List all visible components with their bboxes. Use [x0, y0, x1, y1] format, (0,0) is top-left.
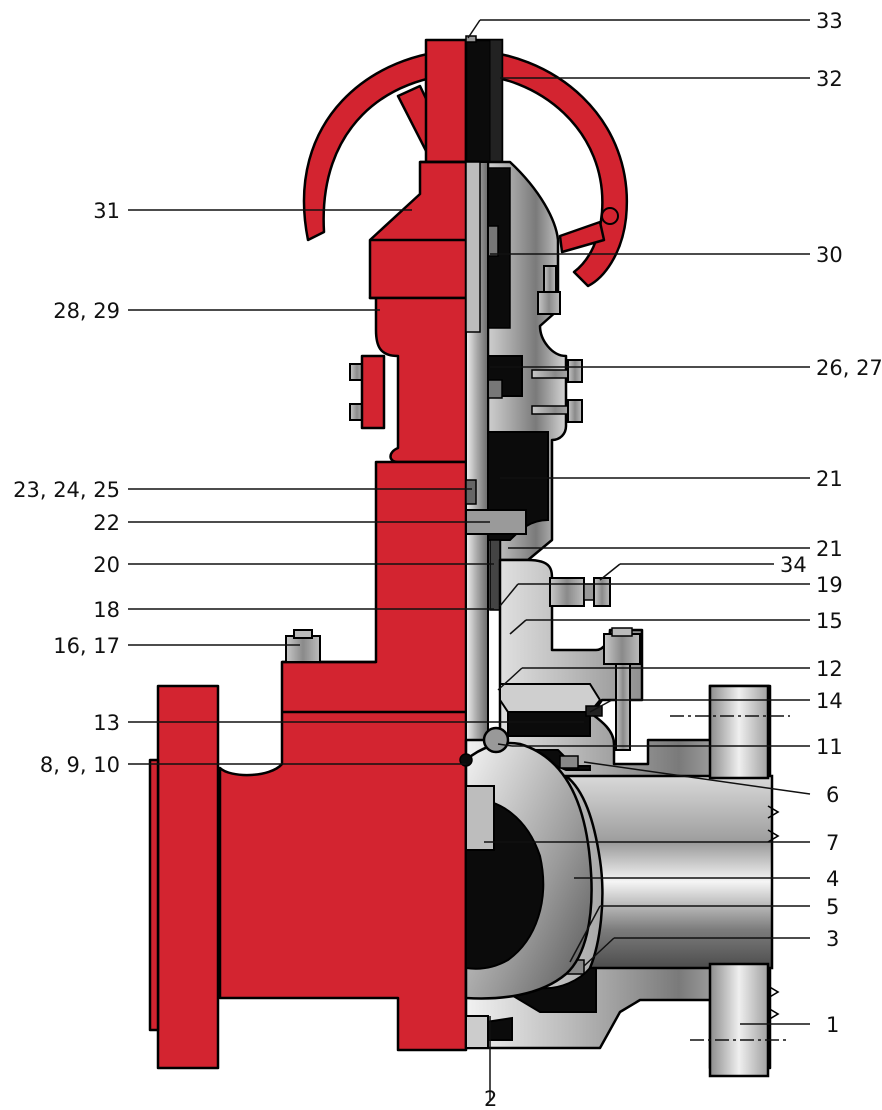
side-fitting — [549, 577, 611, 607]
callout-28-29: 28, 29 — [53, 299, 120, 323]
callout-14: 14 — [816, 689, 843, 713]
stem-nut-section — [464, 35, 504, 164]
callout-20: 20 — [93, 553, 120, 577]
callout-5: 5 — [826, 895, 839, 919]
callout-2: 2 — [484, 1087, 497, 1110]
callout-12: 12 — [816, 657, 843, 681]
callout-7: 7 — [826, 831, 839, 855]
callout-13: 13 — [93, 711, 120, 735]
callout-8-9-10: 8, 9, 10 — [40, 753, 120, 777]
callout-1: 1 — [826, 1013, 839, 1037]
callout-22: 22 — [93, 511, 120, 535]
callout-11: 11 — [816, 735, 843, 759]
callout-labels: 33 32 31 30 28, 29 26, 27 23, 24, 25 21 … — [13, 9, 882, 1110]
body-exterior — [148, 460, 468, 1070]
callout-21-upper: 21 — [816, 467, 843, 491]
callout-3: 3 — [826, 927, 839, 951]
callout-32: 32 — [816, 67, 843, 91]
callout-33: 33 — [816, 9, 843, 33]
callout-15: 15 — [816, 609, 843, 633]
callout-16-17: 16, 17 — [53, 634, 120, 658]
callout-6: 6 — [826, 783, 839, 807]
callout-21-lower: 21 — [816, 537, 843, 561]
callout-31: 31 — [93, 199, 120, 223]
callout-23-24-25: 23, 24, 25 — [13, 478, 120, 502]
right-flange — [670, 684, 790, 1078]
callout-19: 19 — [816, 573, 843, 597]
callout-4: 4 — [826, 867, 839, 891]
callout-18: 18 — [93, 598, 120, 622]
callout-30: 30 — [816, 243, 843, 267]
leader-lines — [128, 19, 811, 1100]
callout-34: 34 — [780, 553, 807, 577]
body-section — [459, 558, 774, 1070]
callout-26-27: 26, 27 — [816, 356, 882, 380]
